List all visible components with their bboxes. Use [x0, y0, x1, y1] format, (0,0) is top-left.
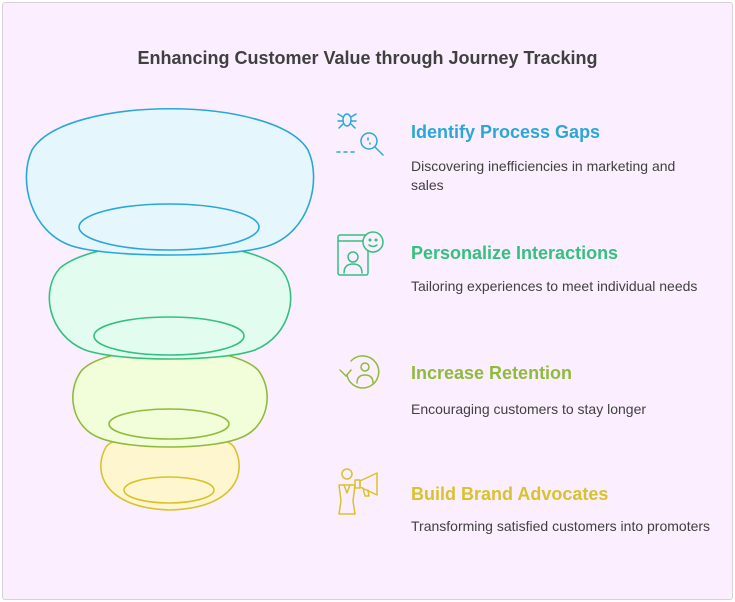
diagram-title: Enhancing Customer Value through Journey…: [137, 48, 598, 68]
funnel-layer-1: [25, 108, 315, 256]
funnel-layer-2: [48, 242, 292, 360]
item-heading-process-gaps: Identify Process Gaps: [411, 122, 601, 142]
item-description-brand-advocates: Transforming satisfied customers into pr…: [411, 518, 711, 534]
item-heading-personalize: Personalize Interactions: [411, 243, 619, 263]
bug-search-icon: [336, 113, 384, 156]
item-description-process-gaps: Discovering inefficiencies in marketing …: [411, 158, 676, 193]
item-heading-retention: Increase Retention: [411, 363, 573, 383]
person-smiley-icon: [337, 231, 384, 276]
item-description-personalize: Tailoring experiences to meet individual…: [411, 278, 698, 294]
returning-user-icon: [339, 355, 380, 389]
item-heading-brand-advocates: Build Brand Advocates: [411, 484, 609, 504]
item-description-retention: Encouraging customers to stay longer: [411, 401, 647, 417]
funnel-layer-3: [72, 348, 268, 448]
megaphone-person-icon: [338, 468, 378, 515]
